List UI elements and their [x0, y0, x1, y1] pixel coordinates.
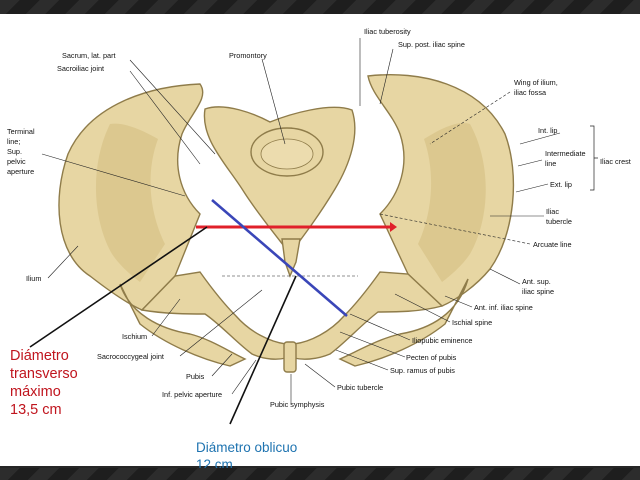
label-sacroiliac-joint: Sacroiliac joint — [57, 64, 104, 73]
label-pubis: Pubis — [186, 372, 205, 381]
label-iliac-fossa: iliac fossa — [514, 88, 547, 97]
label-sacrum-lat-part: Sacrum, lat. part — [62, 51, 116, 60]
label-terminal-line-5: aperture — [7, 167, 34, 176]
label-pubic-tubercle: Pubic tubercle — [337, 383, 383, 392]
label-int-lip: Int. lip — [538, 126, 557, 135]
label-arcuate-line: Arcuate line — [533, 240, 572, 249]
label-iliopubic-eminence: Iliopubic eminence — [412, 336, 472, 345]
label-intermediate-line: Intermediate — [545, 149, 586, 158]
label-sup-post-iliac-spine: Sup. post. iliac spine — [398, 40, 465, 49]
label-sup-ramus-of-pubis: Sup. ramus of pubis — [390, 366, 455, 375]
label-iliac-tubercle-2: tubercle — [546, 217, 572, 226]
label-terminal-line-2: line; — [7, 137, 20, 146]
leader-lines — [41, 38, 561, 404]
transverse-annotation-pointer — [29, 226, 208, 348]
label-ischial-spine: Ischial spine — [452, 318, 492, 327]
top-decorative-strip — [0, 0, 640, 14]
label-pubic-symphysis: Pubic symphysis — [270, 400, 325, 409]
slide-canvas: Iliac tuberosity Sup. post. iliac spine … — [0, 14, 640, 472]
label-pecten-of-pubis: Pecten of pubis — [406, 353, 457, 362]
label-ant-inf-iliac-spine: Ant. inf. iliac spine — [474, 303, 533, 312]
anatomy-labels: Iliac tuberosity Sup. post. iliac spine … — [7, 27, 631, 409]
label-ant-sup-iliac-spine: Ant. sup. — [522, 277, 551, 286]
label-promontory: Promontory — [229, 51, 267, 60]
label-iliac-tuberosity: Iliac tuberosity — [364, 27, 411, 36]
label-terminal-line-4: pelvic — [7, 157, 26, 166]
transverse-arrowhead — [390, 222, 397, 232]
transverse-annotation-line1: Diámetro — [10, 348, 69, 364]
label-iliac-crest: Iliac crest — [600, 157, 631, 166]
transverse-annotation-line2: transverso — [10, 366, 78, 382]
oblique-annotation-pointer — [229, 275, 297, 425]
label-terminal-line: Terminal — [7, 127, 35, 136]
iliac-crest-bracket — [590, 125, 598, 191]
transverse-annotation-value: 13,5 cm — [10, 402, 62, 418]
pelvis-diagram: Iliac tuberosity Sup. post. iliac spine … — [7, 27, 631, 425]
bottom-decorative-strip — [0, 468, 640, 480]
label-ischium: Ischium — [122, 332, 147, 341]
pelvis-illustration — [58, 73, 515, 373]
oblique-annotation-line1: Diámetro oblicuo — [196, 440, 298, 455]
label-ant-sup-iliac-spine-2: iliac spine — [522, 287, 554, 296]
oblique-diameter-line — [211, 199, 348, 317]
label-ext-lip: Ext. lip — [550, 180, 572, 189]
label-wing-of-ilium: Wing of ilium, — [514, 78, 558, 87]
label-intermediate-line-2: line — [545, 159, 556, 168]
transverse-annotation-line3: máximo — [10, 384, 61, 400]
label-inf-pelvic-aperture: Inf. pelvic aperture — [162, 390, 222, 399]
label-ilium: Ilium — [26, 274, 41, 283]
label-iliac-tubercle: Iliac — [546, 207, 559, 216]
label-terminal-line-3: Sup. — [7, 147, 22, 156]
transverse-diameter-annotation: Diámetro transverso máximo 13,5 cm — [10, 347, 150, 419]
label-sacrococcygeal-joint: Sacrococcygeal joint — [97, 352, 164, 361]
